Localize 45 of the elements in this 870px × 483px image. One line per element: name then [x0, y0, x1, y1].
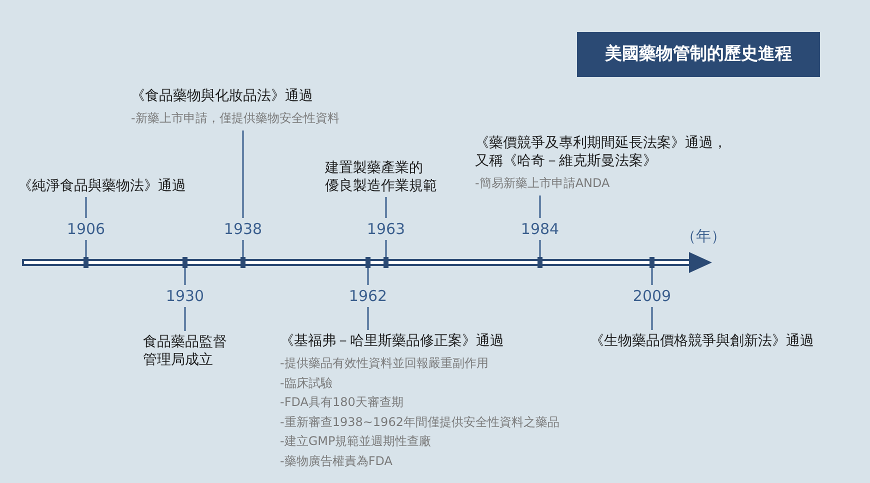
timeline-marker	[182, 257, 188, 268]
event-title: 《生物藥品價格競爭與創新法》通過	[590, 332, 814, 350]
year-label: 1930	[166, 287, 204, 305]
year-label: 1963	[366, 220, 406, 238]
event-title: 《食品藥物與化妝品法》通過	[131, 87, 313, 105]
timeline-marker	[240, 257, 246, 268]
connector-line	[184, 268, 186, 285]
event-note: -重新審查1938~1962年間僅提供安全性資料之藥品	[280, 414, 560, 430]
event-note: -提供藥品有效性資料並回報嚴重副作用	[280, 355, 488, 372]
event-title: 《純淨食品與藥物法》通過	[18, 177, 186, 195]
event-note: -簡易新藥上市申請ANDA	[475, 175, 610, 192]
connector-line	[651, 268, 653, 285]
connector-line	[651, 307, 653, 330]
event-note: -新藥上市申請，僅提供藥物安全性資料	[131, 110, 340, 127]
connector-line	[242, 240, 244, 257]
connector-line	[367, 307, 369, 330]
event-note: -FDA具有180天審查期	[280, 394, 404, 411]
event-note: -建立GMP規範並週期性查廠	[280, 433, 432, 450]
event-note: -臨床試驗	[280, 374, 332, 392]
year-label: 2009	[632, 287, 672, 305]
connector-line	[367, 268, 369, 285]
timeline-marker	[366, 257, 370, 268]
event-title: 食品藥品監督管理局成立	[143, 333, 228, 369]
connector-line	[385, 240, 387, 257]
year-label: 1962	[348, 287, 388, 305]
year-label: 1938	[224, 220, 262, 238]
event-title: 《藥價競爭及專利期間延長法案》通過，又稱《哈奇－維克斯曼法案》	[475, 134, 728, 170]
timeline-marker	[384, 257, 388, 268]
connector-line	[539, 240, 541, 257]
event-note: -藥物廣告權責為FDA	[280, 452, 392, 470]
timeline-marker	[650, 257, 654, 268]
title-banner: 美國藥物管制的歷史進程	[577, 32, 820, 77]
connector-line	[184, 307, 186, 331]
event-title: 建置製藥產業的優良製造作業規範	[325, 159, 438, 195]
event-title: 《基福弗－哈里斯藥品修正案》通過	[280, 332, 504, 350]
connector-line	[85, 197, 87, 218]
year-label: 1984	[520, 220, 560, 238]
timeline-marker	[84, 257, 88, 268]
timeline-marker	[538, 257, 542, 268]
year-label: 1906	[66, 220, 106, 238]
unit-label: （年）	[681, 227, 726, 245]
connector-line	[85, 240, 87, 257]
connector-line	[385, 197, 387, 218]
connector-line	[242, 130, 244, 218]
connector-line	[539, 196, 541, 218]
